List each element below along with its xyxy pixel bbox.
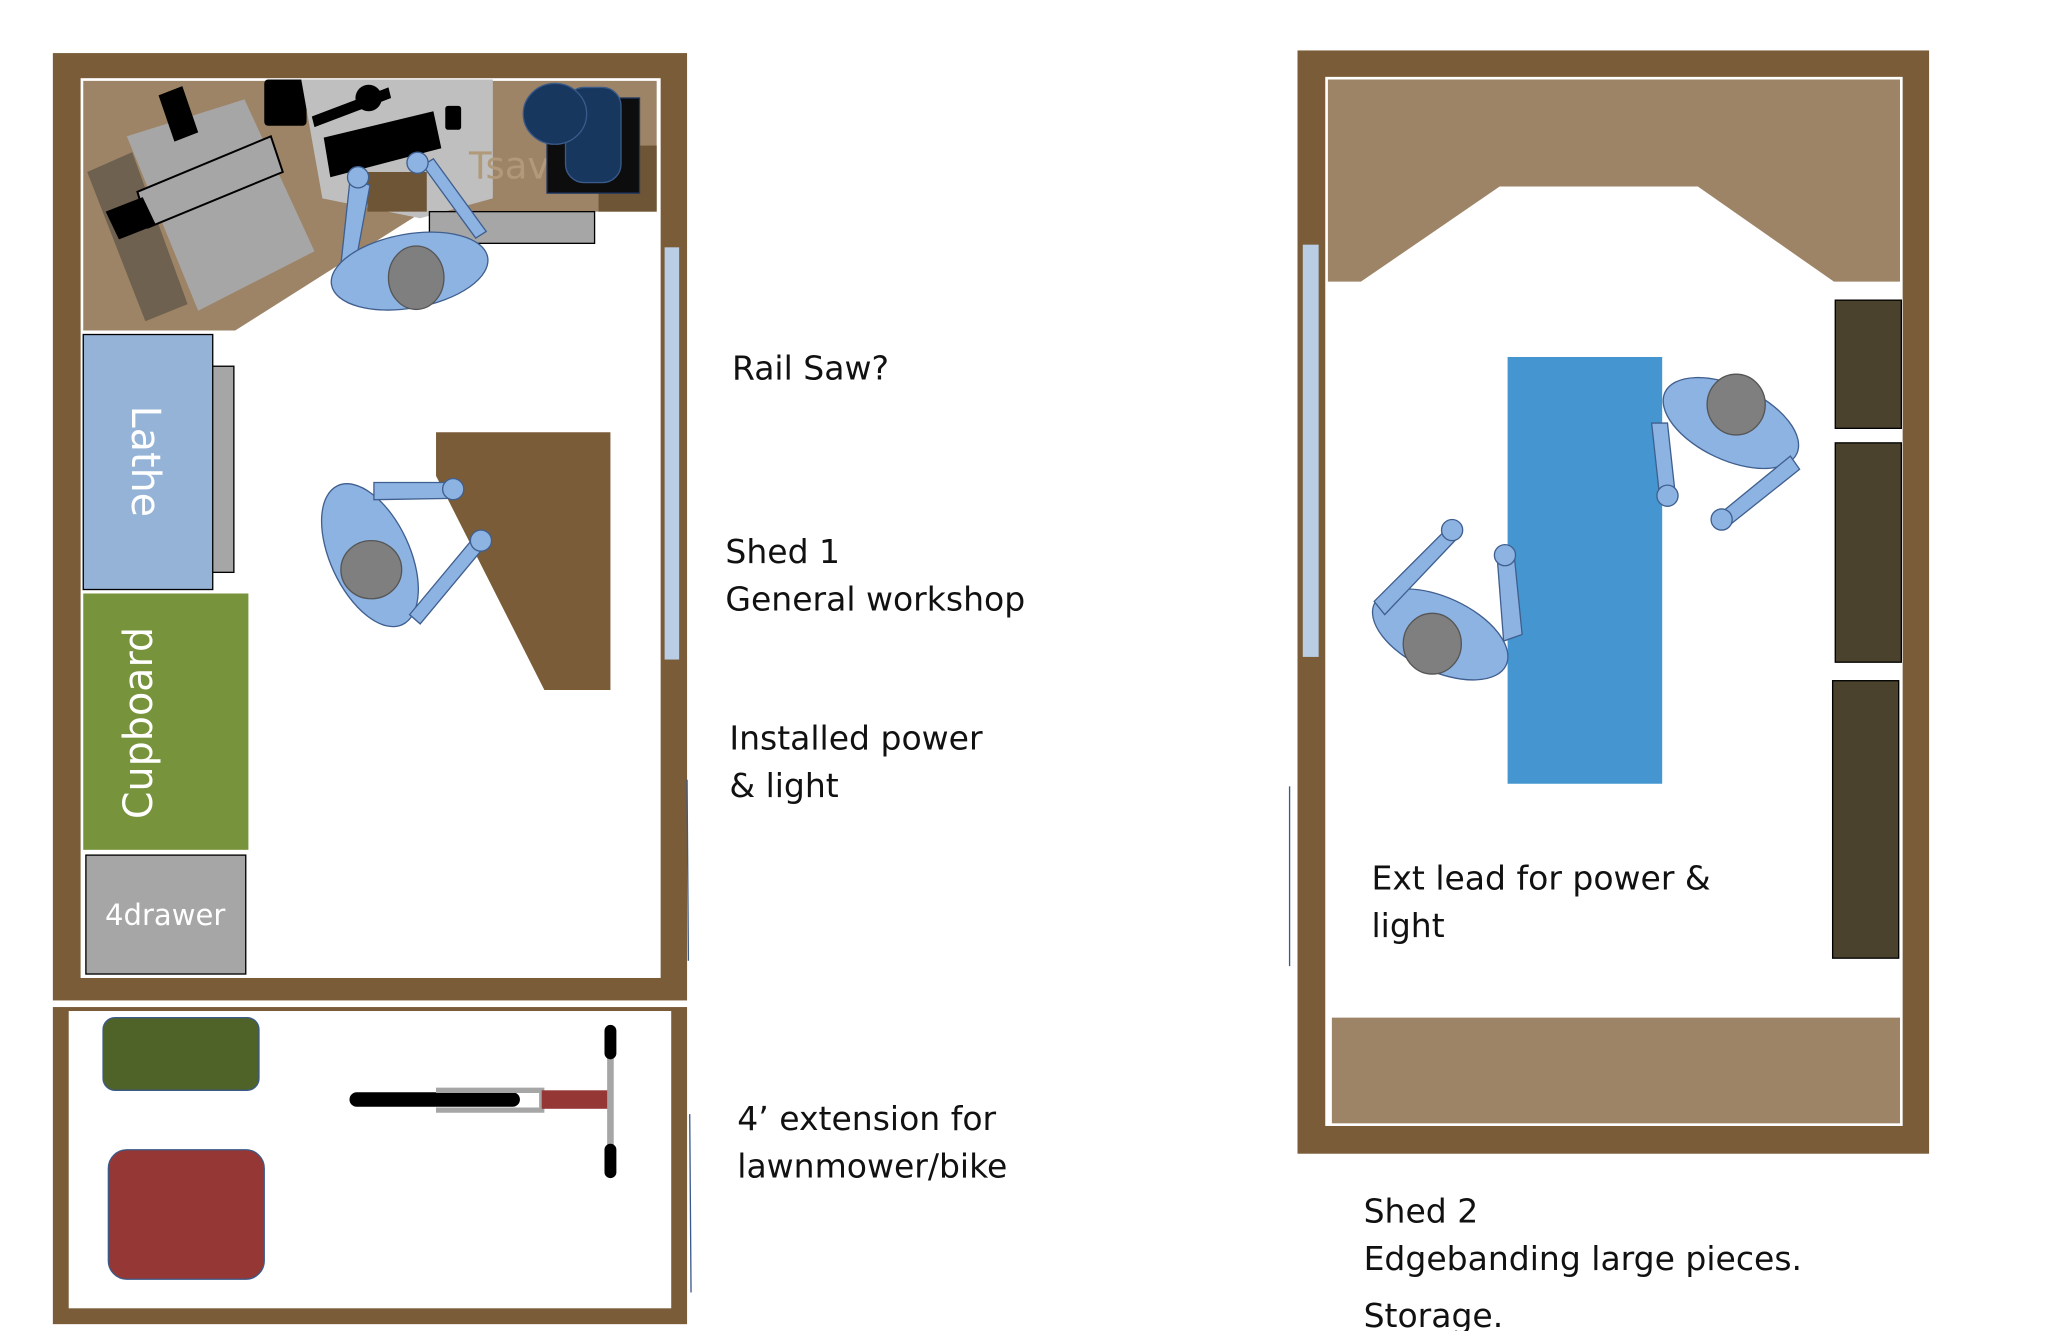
machine-motor — [158, 86, 199, 142]
head — [340, 539, 403, 600]
workbench — [436, 432, 611, 690]
shed-2-subtitle: Edgebanding large pieces. — [1364, 1239, 1802, 1278]
shed-1-door — [686, 779, 690, 961]
machine-base — [87, 152, 188, 322]
shed-1: Tsav Lathe Cupboard 4drawer — [52, 53, 690, 1001]
storage-unit — [1834, 299, 1902, 429]
shed-1-power-label: Installed power — [729, 718, 983, 757]
shed-2-window — [1302, 244, 1319, 657]
edgebanding-table — [1507, 356, 1663, 784]
machine-handle — [105, 197, 156, 240]
person-left — [1371, 518, 1523, 681]
top-bench — [1327, 79, 1901, 282]
shed-1-window — [664, 247, 680, 660]
person-right — [1650, 373, 1801, 531]
extension-door — [689, 1114, 692, 1293]
saw-blade-guard — [323, 111, 442, 178]
person-at-saw — [330, 151, 489, 311]
bike — [349, 1024, 617, 1179]
cupboard-label: Cupboard — [116, 627, 162, 819]
shed-2 — [1288, 50, 1930, 1154]
bench-drawer — [367, 171, 427, 212]
person-at-workbench — [320, 477, 493, 628]
head — [387, 245, 445, 311]
storage-unit — [1834, 442, 1902, 663]
lathe — [82, 333, 214, 591]
head — [1402, 612, 1463, 675]
dust-bin — [264, 79, 307, 126]
saw-switch — [445, 105, 462, 130]
shed-2-power-label-2: light — [1371, 906, 1444, 945]
saw-knob — [355, 84, 382, 112]
drawer-label: 4drawer — [105, 898, 225, 932]
extension-label: 4’ extension for — [737, 1099, 996, 1138]
lathe-stand — [210, 365, 235, 574]
storage-unit — [1831, 680, 1900, 959]
rail-saw-label: Rail Saw? — [732, 348, 889, 387]
shed-2-title: Shed 2 — [1364, 1191, 1479, 1230]
four-drawer-unit — [85, 854, 247, 975]
extension-label-2: lawnmower/bike — [737, 1147, 1007, 1186]
green-box — [102, 1016, 260, 1091]
cupboard — [83, 593, 249, 850]
shop-vac-canister — [522, 82, 588, 145]
shed-2-storage-label: Storage. — [1364, 1296, 1504, 1331]
shed-1-power-label-2: & light — [729, 766, 838, 805]
shed-1-title: Shed 1 — [725, 532, 840, 571]
head — [1706, 373, 1766, 436]
shed-2-power-label: Ext lead for power & — [1371, 858, 1710, 897]
lathe-label: Lathe — [122, 406, 168, 517]
extension — [52, 1007, 692, 1325]
lawnmower — [107, 1149, 265, 1280]
shed-1-subtitle: General workshop — [725, 580, 1025, 619]
bottom-bench — [1331, 1017, 1901, 1124]
tsaw-label: Tsav — [468, 145, 549, 188]
